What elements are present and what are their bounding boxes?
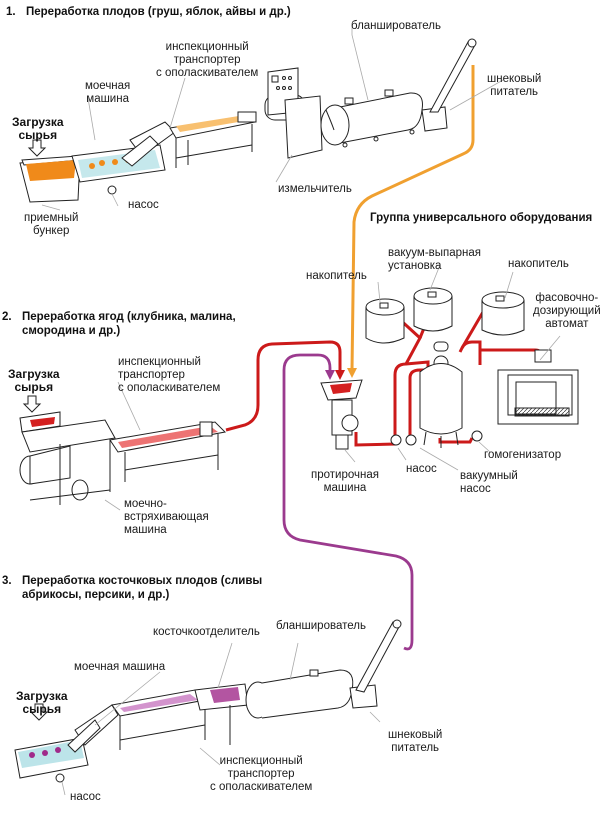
- label-pitter: косточкоотделитель: [153, 626, 260, 638]
- label-inspection-conveyor-3: инспекционный транспортер с ополаскивате…: [210, 755, 313, 793]
- pulper: [320, 379, 363, 450]
- label-accumulator-left: накопитель: [306, 270, 367, 282]
- load-label-3: Загрузка сырья: [16, 689, 68, 716]
- washing-machine-1: [71, 121, 176, 195]
- universal-equipment: [320, 287, 579, 450]
- label-pulper: протирочная машина: [311, 469, 379, 494]
- leader-lines: [41, 25, 561, 796]
- screw-feeder-3: [349, 619, 402, 709]
- label-screw-feeder-3: шнековый питатель: [388, 729, 443, 754]
- label-inspection-conveyor-2: инспекционный транспортер с ополаскивате…: [118, 356, 221, 394]
- label-pump-universal: насос: [406, 463, 437, 475]
- washing-shaker-machine: [19, 411, 116, 505]
- screw-feeder-1: [421, 38, 477, 132]
- label-crusher: измельчитель: [278, 183, 352, 195]
- homogenizer-unit: [471, 430, 483, 442]
- stone-flow-line: [282, 353, 414, 651]
- label-homogenizer: гомогенизатор: [484, 449, 562, 461]
- filling-machine: [497, 349, 579, 425]
- pitter: [194, 683, 249, 745]
- label-filling-machine: фасовочно- дозирующий автомат: [533, 292, 600, 330]
- label-vacuum-evaporator: вакуум-выпарная установка: [388, 247, 482, 272]
- fruit-flow-line: [350, 65, 475, 371]
- section-3-title: 3.Переработка косточковых плодов (сливы …: [2, 575, 263, 601]
- stone-flow-arrowhead: [325, 370, 335, 380]
- inspection-conveyor-2: [109, 421, 227, 482]
- fruit-flow-arrowhead: [347, 368, 357, 378]
- label-screw-feeder-1: шнековый питатель: [487, 73, 542, 98]
- universal-group-title: Группа универсального оборудования: [370, 212, 593, 224]
- load-arrow-3: [29, 703, 49, 721]
- vacuum-evaporator-tank: [413, 287, 453, 332]
- section3-equipment: [14, 619, 402, 783]
- accumulator-tank-right: [481, 291, 525, 336]
- label-inspection-conveyor-1: инспекционный транспортер с ополаскивате…: [156, 41, 259, 79]
- pump-unit-1: [390, 434, 402, 446]
- label-receiving-hopper: приемный бункер: [24, 212, 79, 237]
- load-label-1: Загрузка сырья: [12, 115, 64, 142]
- vacuum-vessel: [419, 341, 463, 448]
- section1-equipment: [19, 38, 477, 203]
- load-arrow-1: [27, 139, 47, 157]
- label-washing-machine-3: моечная машина: [74, 661, 166, 673]
- accumulator-tank-left: [365, 298, 405, 344]
- berry-flow-arrowhead: [335, 370, 345, 380]
- section-1-title: 1.Переработка плодов (груш, яблок, айвы …: [6, 6, 291, 18]
- berry-flow-line: [225, 340, 342, 432]
- load-arrow-2: [22, 395, 42, 413]
- inspection-conveyor-1: [169, 111, 257, 168]
- crusher: [264, 67, 323, 159]
- receiving-hopper: [19, 155, 81, 203]
- label-pump-1: насос: [128, 199, 159, 211]
- label-vacuum-pump: вакуумный насос: [460, 470, 518, 495]
- washing-machine-3: [14, 704, 119, 783]
- label-blancher-1: бланширователь: [351, 20, 441, 32]
- label-blancher-3: бланширователь: [276, 620, 366, 632]
- vacuum-pump-unit: [405, 434, 417, 446]
- blancher-1: [320, 89, 423, 148]
- label-pump-3: насос: [70, 791, 101, 803]
- label-washing-machine-1: моечная машина: [85, 80, 131, 105]
- inspection-conveyor-3: [111, 689, 207, 750]
- section-2-title: 2.Переработка ягод (клубника, малина, см…: [2, 311, 236, 337]
- section2-equipment: [19, 395, 227, 505]
- label-washing-shaker: моечно- встряхивающая машина: [124, 498, 209, 536]
- blancher-3: [245, 669, 354, 719]
- load-label-2: Загрузка сырья: [8, 367, 60, 394]
- label-accumulator-right: накопитель: [508, 258, 569, 270]
